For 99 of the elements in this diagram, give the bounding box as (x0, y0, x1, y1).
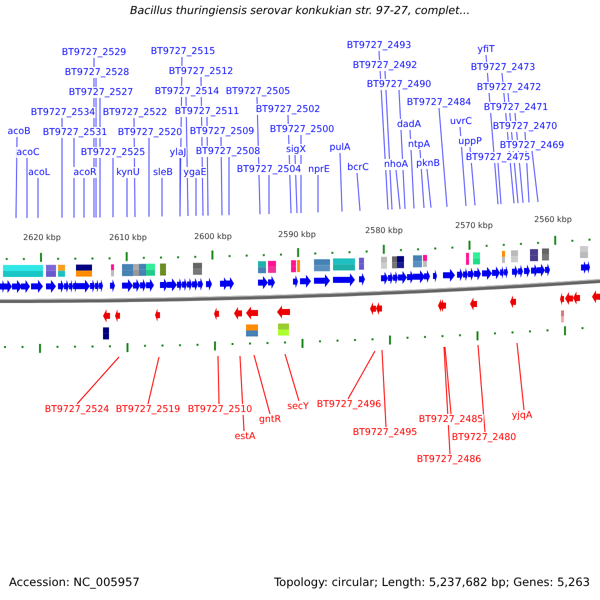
leader-line (382, 350, 386, 428)
gene-label: BT9727_2511 (174, 106, 240, 117)
leader-line (148, 356, 160, 404)
leader-line (186, 96, 188, 217)
leader-line (420, 150, 424, 208)
leader-line (218, 356, 220, 404)
leader-line (396, 170, 400, 210)
gene-label: ygaE (183, 167, 207, 178)
gene-label: uppP (458, 136, 482, 147)
gene-label: ylaJ (170, 147, 186, 158)
gene-label: acoB (7, 126, 31, 137)
leader-line (112, 158, 114, 218)
scale-label: 2570 kbp (455, 221, 493, 230)
leader-line (444, 346, 450, 454)
gene-label: BT9727_2512 (168, 66, 234, 77)
leader-line (498, 162, 502, 205)
leader-line (410, 130, 414, 209)
leader-line (426, 168, 432, 208)
leader-line (284, 354, 300, 402)
gene-label: acoL (28, 167, 50, 178)
gene-label: uvrC (450, 116, 472, 127)
gene-label: nprE (308, 164, 330, 175)
gene-label: BT9727_2534 (30, 107, 96, 118)
scale-label: 2610 kbp (109, 233, 147, 242)
gene-label: BT9727_2531 (42, 127, 108, 138)
scale-label: 2620 kbp (23, 233, 61, 242)
leader-line (478, 344, 486, 432)
gene-label: BT9727_2519 (116, 404, 180, 415)
leader-line (254, 354, 270, 414)
gene-label: BT9727_2515 (150, 46, 216, 57)
scale-label: 2560 kbp (534, 215, 572, 224)
leader-line (268, 174, 270, 214)
gene-label: BT9727_2493 (346, 40, 412, 51)
gene-label: BT9727_2484 (406, 97, 472, 108)
gene-label: BT9727_2524 (44, 404, 110, 415)
gene-label: nhoA (384, 159, 408, 170)
leader-line (348, 350, 376, 400)
gene-label: BT9727_2490 (366, 79, 432, 90)
leader-line (356, 172, 360, 212)
scale-label: 2600 kbp (194, 232, 232, 241)
leader-line (438, 108, 448, 208)
gene-label: BT9727_2504 (236, 164, 302, 175)
gene-label: BT9727_2510 (188, 404, 252, 415)
gene-label: BT9727_2486 (416, 454, 482, 465)
gene-label: BT9727_2508 (196, 146, 260, 157)
gene-label: BT9727_2485 (418, 414, 484, 425)
leader-line (340, 152, 342, 212)
gene-label: gntR (258, 414, 282, 425)
gene-label: BT9727_2514 (154, 86, 220, 97)
gene-label: BT9727_2529 (62, 47, 126, 58)
gene-label: acoC (16, 147, 40, 158)
gene-label: estA (234, 431, 256, 442)
gene-label: BT9727_2472 (476, 82, 542, 93)
scale-label: 2590 kbp (278, 230, 316, 239)
gene-label: yjqA (512, 410, 532, 421)
gene-label: acoR (73, 167, 97, 178)
gene-label: BT9727_2525 (80, 147, 146, 158)
leader-line (444, 346, 452, 414)
leader-line (16, 136, 18, 218)
gene-label: BT9727_2509 (190, 126, 254, 137)
gene-label: kynU (116, 167, 140, 178)
gene-label: bcrC (347, 162, 369, 173)
gene-label: ntpA (408, 139, 430, 150)
leader-line (26, 158, 28, 218)
topology-summary-text: Topology: circular; Length: 5,237,682 bp; Genes: 5,263 (274, 575, 590, 589)
gene-label: BT9727_2520 (118, 127, 182, 138)
gene-label: dadA (396, 119, 422, 130)
leader-line (228, 156, 230, 216)
leader-line (76, 356, 120, 404)
leader-line (460, 126, 466, 206)
gene-label: BT9727_2492 (352, 60, 418, 71)
gene-label: BT9727_2495 (352, 427, 418, 438)
leader-line (516, 342, 524, 410)
gene-label: BT9727_2500 (270, 124, 334, 135)
leader-line (220, 136, 222, 216)
gene-label: sigX (286, 144, 306, 155)
gene-label: sleB (153, 167, 173, 178)
gene-label: secY (287, 401, 309, 412)
leader-line (148, 138, 150, 218)
gene-label: BT9727_2527 (68, 87, 134, 98)
gene-label: pulA (330, 142, 350, 153)
gene-label: BT9727_2471 (484, 102, 548, 113)
gene-label: BT9727_2470 (492, 121, 558, 132)
leader-line (532, 150, 538, 202)
gene-label: BT9727_2473 (470, 62, 536, 73)
gene-label: BT9727_2480 (452, 432, 516, 443)
scale-label: 2580 kbp (365, 226, 403, 235)
accession-text: Accession: NC_005957 (9, 575, 140, 589)
gene-label: BT9727_2505 (226, 86, 290, 97)
gene-label: BT9727_2502 (256, 104, 320, 115)
leader-line (126, 178, 128, 218)
gene-label: BT9727_2469 (500, 140, 564, 151)
gene-label: BT9727_2496 (316, 399, 382, 410)
title: Bacillus thuringiensis serovar konkukian str. 97-27, complet... (129, 4, 471, 17)
gene-label: pknB (416, 158, 440, 169)
gene-label: BT9727_2528 (64, 67, 130, 78)
gene-label: yfiT (477, 44, 495, 55)
gene-label: BT9727_2475 (466, 152, 530, 163)
gene-label: BT9727_2522 (102, 107, 168, 118)
